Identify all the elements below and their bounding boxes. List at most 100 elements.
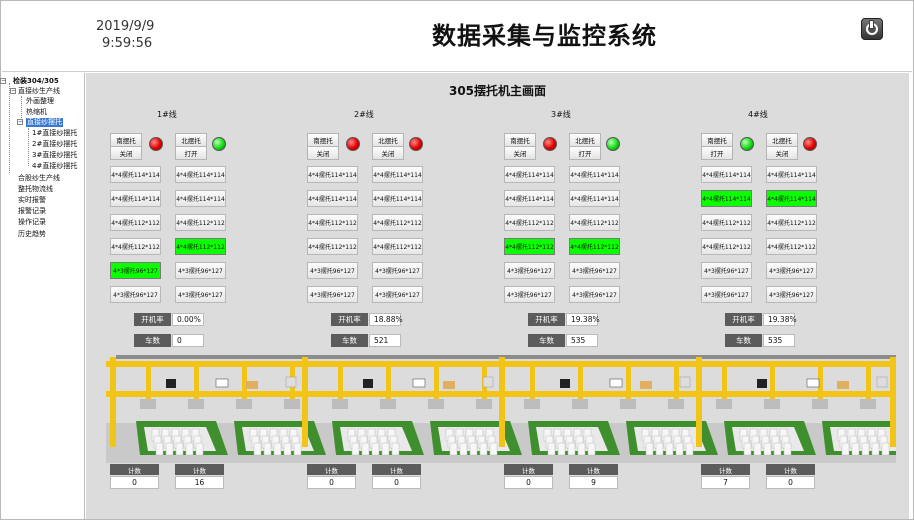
pallet-spec-button[interactable]: 4*4摆托112*112 <box>110 214 161 231</box>
line-title: 4#线 <box>748 110 768 119</box>
south-swing-toggle[interactable]: 打开 <box>701 146 733 160</box>
pallet-spec-button[interactable]: 4*4摆托114*114 <box>372 190 423 207</box>
pallet-spec-button[interactable]: 4*3摆托96*127 <box>307 262 358 279</box>
tree-item-13[interactable]: 报警记录 <box>18 207 46 215</box>
pallet-spec-button[interactable]: 4*4摆托112*112 <box>110 238 161 255</box>
pallet-spec-button[interactable]: 4*3摆托96*127 <box>372 286 423 303</box>
tree-item-7[interactable]: 2#直接纱摆托 <box>32 140 78 148</box>
pallet-spec-button[interactable]: 4*4摆托114*114 <box>307 166 358 183</box>
pallet-spec-button[interactable]: 4*3摆托96*127 <box>569 286 620 303</box>
tree-connector <box>21 96 22 122</box>
display-screen <box>806 378 820 388</box>
pallet-spec-button[interactable]: 4*4摆托112*112 <box>701 238 752 255</box>
tree-item-4[interactable]: 热缩机 <box>26 108 47 116</box>
pallet-spec-button[interactable]: 4*4摆托112*112 <box>569 238 620 255</box>
electric-box <box>482 376 494 388</box>
pallet-spec-button[interactable]: 4*3摆托96*127 <box>110 262 161 279</box>
north-swing-toggle[interactable]: 关闭 <box>766 146 798 160</box>
tree-item-14[interactable]: 操作记录 <box>18 218 46 226</box>
pallet-spec-button[interactable]: 4*4摆托112*112 <box>569 214 620 231</box>
pallet-spec-button[interactable]: 4*3摆托96*127 <box>175 286 226 303</box>
pallet-spec-button[interactable]: 4*4摆托114*114 <box>569 166 620 183</box>
pallet-spec-button[interactable]: 4*3摆托96*127 <box>701 262 752 279</box>
pallet-spec-button[interactable]: 4*4摆托114*114 <box>175 190 226 207</box>
pallet-spec-button[interactable]: 4*4摆托112*112 <box>372 214 423 231</box>
pallet-spec-button[interactable]: 4*4摆托114*114 <box>504 190 555 207</box>
south-swing-toggle[interactable]: 关闭 <box>307 146 339 160</box>
pallet-spec-button[interactable]: 4*3摆托96*127 <box>372 262 423 279</box>
tree-expand-toggle[interactable]: − <box>0 77 7 84</box>
south-swing-toggle[interactable]: 关闭 <box>504 146 536 160</box>
pallet-spec-button[interactable]: 4*3摆托96*127 <box>569 262 620 279</box>
pallet-spec-button[interactable]: 4*3摆托96*127 <box>110 286 161 303</box>
tree-item-2[interactable]: 直接纱生产线 <box>18 87 60 95</box>
pallet-spec-button[interactable]: 4*4摆托112*112 <box>701 214 752 231</box>
pallet-spec-button[interactable]: 4*3摆托96*127 <box>307 286 358 303</box>
control-panel <box>757 379 767 388</box>
tree-item-1[interactable]: 检装304/305 <box>13 77 59 85</box>
count-value: 0 <box>766 476 815 489</box>
pallet-spec-button[interactable]: 4*4摆托112*112 <box>175 214 226 231</box>
north-status-lamp <box>606 137 620 151</box>
pallet-spec-button[interactable]: 4*4摆托112*112 <box>175 238 226 255</box>
pallet-spec-button[interactable]: 4*4摆托112*112 <box>372 238 423 255</box>
pallet-spec-button[interactable]: 4*4摆托114*114 <box>766 166 817 183</box>
count-label: 计数 <box>175 464 224 475</box>
yarn-bobbin <box>381 442 390 456</box>
carton-box <box>246 381 258 389</box>
tree-item-3[interactable]: 外画整理 <box>26 97 54 105</box>
yarn-bobbin <box>361 442 370 456</box>
pallet-spec-button[interactable]: 4*4摆托112*112 <box>307 214 358 231</box>
pallet-spec-button[interactable]: 4*4摆托114*114 <box>307 190 358 207</box>
north-swing-toggle[interactable]: 打开 <box>175 146 207 160</box>
pallet-spec-button[interactable]: 4*3摆托96*127 <box>504 286 555 303</box>
pallet-spec-button[interactable]: 4*3摆托96*127 <box>504 262 555 279</box>
yarn-bobbin <box>293 442 302 456</box>
yarn-bobbin <box>185 442 194 456</box>
tree-item-12[interactable]: 实时报警 <box>18 196 46 204</box>
tree-item-10[interactable]: 合股纱生产线 <box>18 174 60 182</box>
pallet-spec-button[interactable]: 4*4摆托114*114 <box>701 190 752 207</box>
gripper-head <box>428 399 444 409</box>
tree-item-8[interactable]: 3#直接纱摆托 <box>32 151 78 159</box>
tree-item-11[interactable]: 整托物流线 <box>18 185 53 193</box>
pallet-spec-button[interactable]: 4*4摆托112*112 <box>766 238 817 255</box>
pallet-spec-button[interactable]: 4*4摆托114*114 <box>504 166 555 183</box>
cars-value: 521 <box>369 334 401 347</box>
tree-item-5[interactable]: 直接纱摆托 <box>26 118 63 127</box>
tree-item-15[interactable]: 历史趋势 <box>18 230 46 238</box>
pallet-spec-button[interactable]: 4*4摆托114*114 <box>372 166 423 183</box>
tree-item-9[interactable]: 4#直接纱摆托 <box>32 162 78 170</box>
pallet-spec-button[interactable]: 4*3摆托96*127 <box>175 262 226 279</box>
pallet-spec-button[interactable]: 4*4摆托112*112 <box>307 238 358 255</box>
tree-expand-toggle[interactable]: − <box>17 118 24 125</box>
pallet-spec-button[interactable]: 4*3摆托96*127 <box>766 286 817 303</box>
tree-expand-toggle[interactable]: − <box>10 87 17 94</box>
pallet-spec-button[interactable]: 4*4摆托114*114 <box>766 190 817 207</box>
pallet-spec-button[interactable]: 4*4摆托112*112 <box>504 238 555 255</box>
pallet-spec-button[interactable]: 4*4摆托112*112 <box>504 214 555 231</box>
pallet-spec-button[interactable]: 4*3摆托96*127 <box>701 286 752 303</box>
cars-label: 车数 <box>331 334 368 347</box>
pallet-spec-button[interactable]: 4*4摆托114*114 <box>175 166 226 183</box>
pallet-spec-button[interactable]: 4*4摆托112*112 <box>766 214 817 231</box>
pallet-spec-button[interactable]: 4*3摆托96*127 <box>766 262 817 279</box>
south-swing-toggle[interactable]: 关闭 <box>110 146 142 160</box>
tree-item-6[interactable]: 1#直接纱摆托 <box>32 129 78 137</box>
pallet-spec-button[interactable]: 4*4摆托114*114 <box>701 166 752 183</box>
pallet-spec-button[interactable]: 4*4摆托114*114 <box>569 190 620 207</box>
carton-box <box>640 381 652 389</box>
carton-box <box>837 381 849 389</box>
pallet-spec-button[interactable]: 4*4摆托114*114 <box>110 190 161 207</box>
power-exit-icon[interactable] <box>861 18 883 40</box>
count-value: 0 <box>110 476 159 489</box>
north-swing-toggle[interactable]: 打开 <box>569 146 601 160</box>
gantry-beam <box>116 355 896 359</box>
north-swing-toggle[interactable]: 关闭 <box>372 146 404 160</box>
north-swing-label: 北摆托 <box>569 133 601 147</box>
pallet-spec-button[interactable]: 4*4摆托114*114 <box>110 166 161 183</box>
display-screen <box>215 378 229 388</box>
yarn-bobbin <box>351 442 360 456</box>
